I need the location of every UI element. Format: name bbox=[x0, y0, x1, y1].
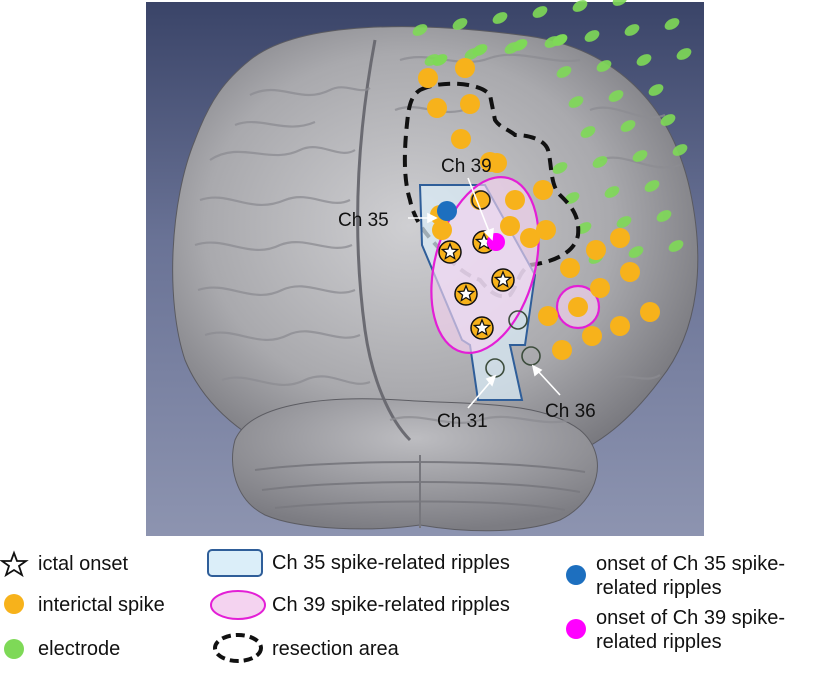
interictal-spike-dot bbox=[620, 262, 640, 282]
label-ch35: Ch 35 bbox=[338, 210, 389, 231]
ictal-onset-marker bbox=[454, 282, 478, 306]
legend-interictal-spike: interictal spike bbox=[38, 594, 165, 616]
label-ch39: Ch 39 bbox=[441, 156, 492, 177]
legend-ch39-icon bbox=[210, 590, 266, 620]
legend-star-icon bbox=[0, 550, 29, 578]
electrode-dot bbox=[648, 84, 664, 96]
electrode-dot bbox=[472, 44, 488, 56]
legend-electrode: electrode bbox=[38, 638, 121, 660]
legend-ch39-ripples: Ch 39 spike-related ripples bbox=[272, 594, 510, 616]
ictal-onset-marker bbox=[491, 268, 515, 292]
electrode-dot bbox=[660, 114, 676, 126]
electrode-dot bbox=[584, 30, 600, 42]
electrode-dot bbox=[656, 210, 672, 222]
interictal-spike-dot bbox=[582, 326, 602, 346]
electrode-dot bbox=[628, 246, 644, 258]
electrode-dot bbox=[572, 0, 588, 12]
legend-spike-icon bbox=[4, 594, 24, 614]
electrode-dot bbox=[576, 222, 592, 234]
interictal-spike-dot bbox=[640, 302, 660, 322]
interictal-spike-dot bbox=[610, 228, 630, 248]
electrode-dot bbox=[636, 54, 652, 66]
interictal-spike-dot bbox=[480, 152, 500, 172]
electrode-dot bbox=[412, 24, 428, 36]
electrode-dot bbox=[651, 0, 670, 2]
interictal-spike-dot bbox=[536, 220, 556, 240]
legend-ictal-onset: ictal onset bbox=[38, 553, 129, 575]
legend-onset-ch35-icon bbox=[566, 565, 586, 585]
electrode-dot bbox=[492, 12, 508, 24]
legend-ch35-ripples: Ch 35 spike-related ripples bbox=[272, 552, 510, 574]
electrode-dot bbox=[552, 34, 568, 46]
electrode-dot bbox=[512, 39, 528, 51]
interictal-spike-dot bbox=[538, 306, 558, 326]
label-ch36: Ch 36 bbox=[545, 401, 596, 422]
electrode-dot bbox=[532, 6, 548, 18]
interictal-spike-dot bbox=[460, 94, 480, 114]
interictal-spike-dot bbox=[500, 216, 520, 236]
label-ch31: Ch 31 bbox=[437, 411, 488, 432]
onset-ch35-marker bbox=[437, 201, 457, 221]
electrode-dot bbox=[432, 54, 448, 66]
legend-symbols bbox=[0, 549, 586, 663]
interictal-spike-dot bbox=[451, 129, 471, 149]
electrode-dot bbox=[624, 24, 640, 36]
interictal-spike-dot bbox=[505, 190, 525, 210]
interictal-spike-dot bbox=[533, 180, 553, 200]
interictal-spike-dot bbox=[590, 278, 610, 298]
electrode-dot bbox=[580, 126, 596, 138]
interictal-spike-dot bbox=[586, 240, 606, 260]
electrode-dot bbox=[616, 216, 632, 228]
channel-arrows bbox=[408, 177, 561, 409]
legend-onset-ch35-line1: onset of Ch 35 spike- bbox=[596, 553, 785, 575]
electrode-dot bbox=[672, 144, 688, 156]
electrode-dot bbox=[552, 162, 568, 174]
interictal-spike-dot bbox=[520, 228, 540, 248]
legend-onset-ch35-line2: related ripples bbox=[596, 577, 722, 599]
interictal-spike-dot bbox=[610, 316, 630, 336]
electrode-dot bbox=[612, 0, 628, 6]
electrode-grid bbox=[412, 0, 692, 264]
interictal-spike-dot bbox=[560, 258, 580, 278]
interictal-spike-dot bbox=[455, 58, 475, 78]
interictal-spike-dot bbox=[418, 68, 438, 88]
interictal-spike-dot bbox=[427, 98, 447, 118]
interictal-spike-dot bbox=[432, 220, 452, 240]
legend-onset-ch39-line2: related ripples bbox=[596, 631, 722, 653]
interictal-spike-dot bbox=[552, 340, 572, 360]
ictal-onset-marker bbox=[438, 240, 462, 264]
legend-onset-ch39-line1: onset of Ch 39 spike- bbox=[596, 607, 785, 629]
electrode-dot bbox=[644, 180, 660, 192]
electrode-dot bbox=[452, 18, 468, 30]
electrode-dot bbox=[592, 156, 608, 168]
ictal-onset-marker bbox=[470, 316, 494, 340]
electrode-dot bbox=[620, 120, 636, 132]
legend-electrode-icon bbox=[4, 639, 24, 659]
electrode-dot bbox=[568, 96, 584, 108]
electrode-dot bbox=[632, 150, 648, 162]
legend-resection-icon bbox=[213, 633, 263, 663]
electrode-dot bbox=[676, 48, 692, 60]
interictal-spike-dot bbox=[568, 297, 588, 317]
electrode-dot bbox=[664, 18, 680, 30]
electrode-dot bbox=[668, 240, 684, 252]
legend-onset-ch39-icon bbox=[566, 619, 586, 639]
electrode-dot bbox=[604, 186, 620, 198]
legend-resection-area: resection area bbox=[272, 638, 399, 660]
electrode-dot bbox=[608, 90, 624, 102]
electrode-dot bbox=[596, 60, 612, 72]
legend-ch35-icon bbox=[207, 549, 263, 577]
electrode-dot bbox=[556, 66, 572, 78]
